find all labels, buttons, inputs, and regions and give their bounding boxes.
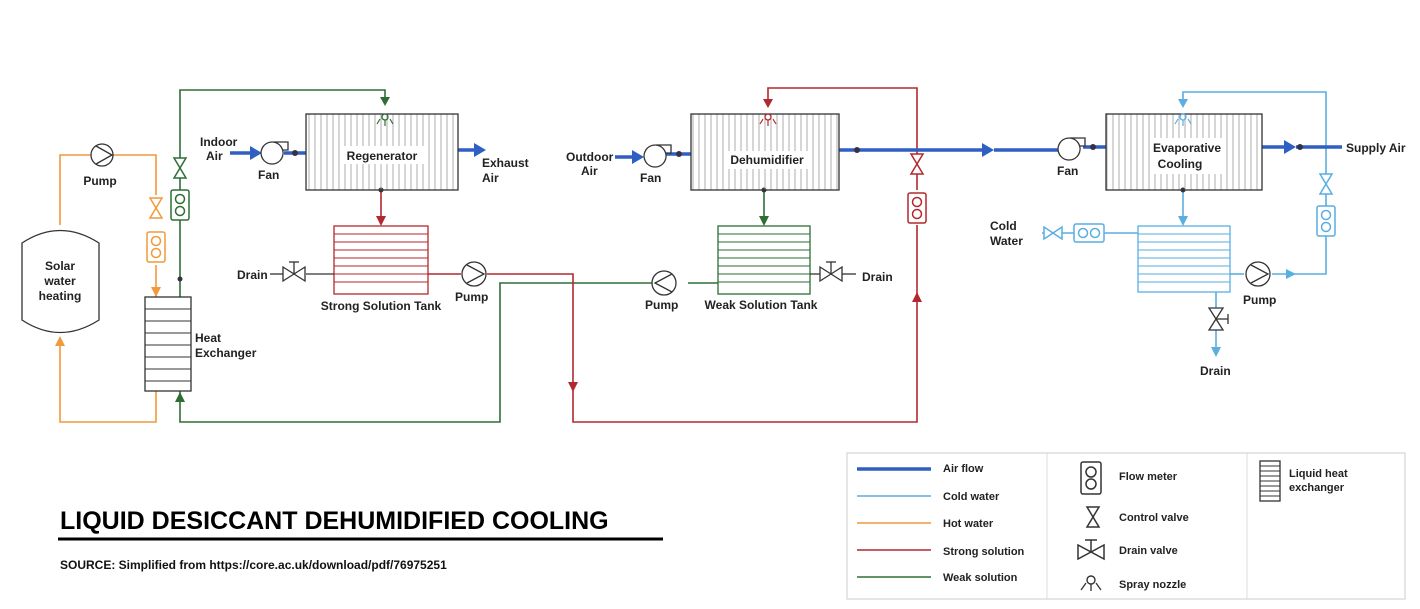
flow-meter-icon: [907, 192, 927, 224]
solar-label-1: Solar: [45, 259, 75, 273]
legend-flow-meter-label: Flow meter: [1119, 471, 1178, 483]
legend-weak-label: Weak solution: [943, 572, 1018, 584]
solar-label-3: heating: [39, 289, 82, 303]
evap-label-2: Cooling: [1158, 157, 1203, 171]
legend-drain-valve-label: Drain valve: [1119, 545, 1178, 557]
fan-icon: Fan: [1057, 137, 1086, 178]
pump-weak-label: Pump: [645, 298, 678, 312]
solar-water-heating-tank: Solar water heating: [21, 229, 100, 334]
outdoor-air-label-2: Air: [581, 164, 598, 178]
exhaust-air-label-2: Air: [482, 171, 499, 185]
solar-label-2: water: [43, 274, 76, 288]
drain-left-label: Drain: [237, 268, 268, 282]
drain-right-label: Drain: [1200, 364, 1231, 378]
control-valve-icon: [1318, 173, 1334, 195]
flow-meter-icon: [1080, 461, 1102, 495]
hx-label-2: Exchanger: [195, 346, 257, 360]
control-valve-icon: [172, 157, 188, 179]
control-valve-icon: [148, 197, 164, 219]
weak-tank-label: Weak Solution Tank: [705, 298, 818, 312]
flow-meter-icon: [1073, 223, 1105, 243]
spray-nozzle-icon: [1174, 113, 1192, 126]
pump-icon: Pump: [1243, 261, 1276, 307]
legend-spray-nozzle-label: Spray nozzle: [1119, 579, 1186, 591]
legend-airflow-label: Air flow: [943, 463, 984, 475]
flow-meter-icon: [170, 189, 190, 221]
drain-valve-icon: [1207, 307, 1229, 331]
heat-exchanger-icon: [1259, 460, 1281, 502]
pump-hot-label: Pump: [83, 174, 116, 188]
hx-label-1: Heat: [195, 331, 221, 345]
evaporative-cooling-unit: Evaporative Cooling: [1105, 113, 1263, 191]
fan-icon: Fan: [258, 141, 289, 182]
strong-solution-tank: Strong Solution Tank: [321, 225, 442, 313]
drain-valve-icon: [282, 261, 306, 283]
heat-exchanger: Heat Exchanger: [144, 296, 257, 392]
spray-nozzle-icon: [759, 113, 777, 126]
page-title: LIQUID DESICCANT DEHUMIDIFIED COOLING: [60, 507, 609, 535]
control-valve-icon: [1085, 506, 1101, 528]
drain-valve-icon: [819, 261, 843, 283]
strong-tank-label: Strong Solution Tank: [321, 299, 442, 313]
legend-control-valve-label: Control valve: [1119, 512, 1189, 524]
control-valve-icon: [909, 153, 925, 175]
legend: Air flow Cold water Hot water Strong sol…: [846, 452, 1406, 600]
pump-strong-label: Pump: [455, 290, 488, 304]
pump-icon: Pump: [645, 270, 678, 312]
legend-cold-label: Cold water: [943, 491, 1000, 503]
fan-evap-label: Fan: [1057, 164, 1078, 178]
fan-icon: Fan: [640, 144, 672, 185]
pump-cold-label: Pump: [1243, 293, 1276, 307]
legend-strong-label: Strong solution: [943, 546, 1025, 558]
dehumidifier-unit: Dehumidifier: [690, 113, 840, 191]
flow-meter-icon: [146, 231, 166, 263]
dehumidifier-label: Dehumidifier: [730, 153, 804, 167]
regenerator-unit: Regenerator: [305, 113, 459, 191]
outdoor-air-label-1: Outdoor: [566, 150, 614, 164]
weak-solution-tank: Weak Solution Tank: [705, 225, 818, 312]
pump-icon: Pump: [455, 261, 488, 304]
supply-air-label: Supply Air: [1346, 141, 1406, 155]
legend-hot-label: Hot water: [943, 518, 994, 530]
strong-solution-lines: [376, 87, 922, 423]
cold-water-label-2: Water: [990, 234, 1023, 248]
regenerator-label: Regenerator: [347, 149, 418, 163]
drain-mid-label: Drain: [862, 270, 893, 284]
legend-hx-label-1: Liquid heat: [1289, 468, 1348, 480]
source-note: SOURCE: Simplified from https://core.ac.…: [60, 558, 447, 572]
cold-water-tank: [1137, 225, 1231, 293]
flow-meter-icon: [1316, 205, 1336, 237]
drain-valve-icon: [1077, 539, 1105, 561]
indoor-air-label-2: Air: [206, 149, 223, 163]
weak-solution-lines: [175, 89, 769, 423]
indoor-air-label-1: Indoor: [200, 135, 238, 149]
control-valve-icon: [1043, 225, 1063, 241]
fan-dehum-label: Fan: [640, 171, 661, 185]
fan-regen-label: Fan: [258, 168, 279, 182]
legend-hx-label-2: exchanger: [1289, 482, 1345, 494]
evap-label-1: Evaporative: [1153, 141, 1221, 155]
cold-water-label-1: Cold: [990, 219, 1017, 233]
pump-icon: Pump: [83, 143, 117, 188]
exhaust-air-label-1: Exhaust: [482, 156, 529, 170]
spray-nozzle-icon: [1080, 575, 1102, 591]
spray-nozzle-icon: [376, 113, 394, 126]
